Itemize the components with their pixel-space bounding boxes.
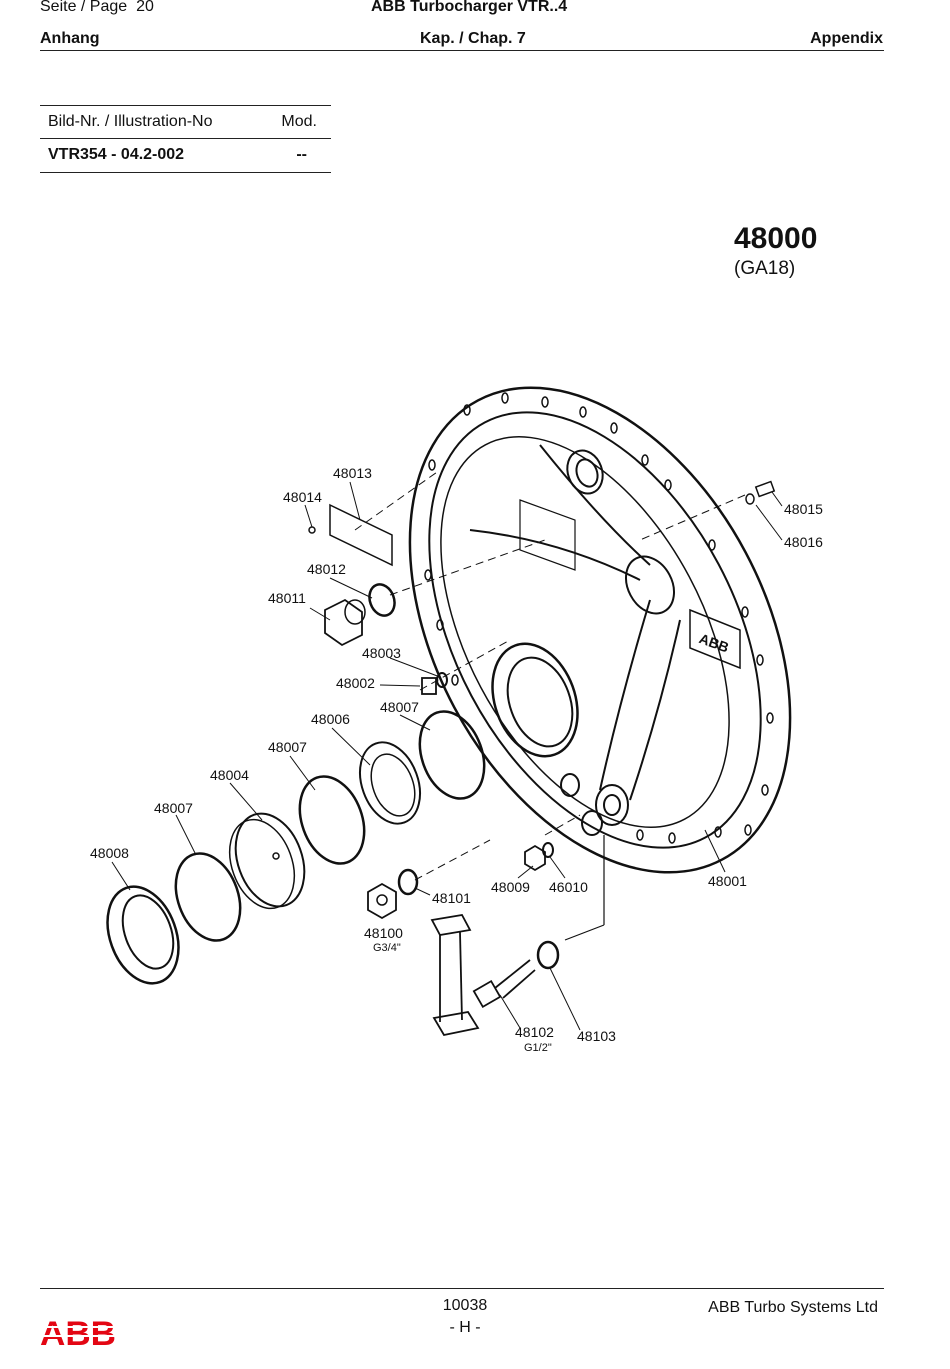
- illustration-no: VTR354 - 04.2-002: [48, 146, 185, 163]
- flange-holes: [424, 392, 774, 844]
- part-label: 48004: [210, 767, 249, 783]
- part-label: 48007: [154, 800, 193, 816]
- housing-flange: ABB: [408, 386, 792, 874]
- part-label: 48007: [380, 699, 419, 715]
- part-label: 46010: [549, 879, 588, 895]
- part-label: 48003: [362, 645, 401, 661]
- page-number: 20: [136, 0, 154, 15]
- part-label: 48009: [491, 879, 530, 895]
- part-label: 48007: [268, 739, 307, 755]
- table-header-row: Bild-Nr. / Illustration-No Mod.: [40, 105, 331, 138]
- part-label: 48002: [336, 675, 375, 691]
- abb-logo: ABB: [40, 1315, 120, 1353]
- revision: - H -: [449, 1319, 481, 1336]
- doc-number: 10038: [442, 1297, 488, 1314]
- part-label: 48008: [90, 845, 129, 861]
- thread-label: G3/4": [373, 942, 401, 954]
- svg-text:ABB: ABB: [40, 1316, 116, 1348]
- header-rule: [40, 50, 884, 51]
- doc-title: ABB Turbocharger VTR..4: [371, 0, 568, 15]
- part-label: 48012: [307, 561, 346, 577]
- assembly-part-number: 48000: [734, 222, 818, 255]
- part-label: 48013: [333, 465, 372, 481]
- part-label: 48015: [784, 501, 823, 517]
- illustration-table: Bild-Nr. / Illustration-No Mod. VTR354 -…: [40, 105, 331, 173]
- part-label: 48006: [311, 711, 350, 727]
- mod-value: --: [296, 146, 307, 163]
- thread-label: G1/2": [524, 1042, 552, 1054]
- section-left: Anhang: [40, 30, 100, 47]
- nameplate-48013: [329, 503, 393, 567]
- part-label: 48102: [515, 1024, 554, 1040]
- assembly-group-code: (GA18): [734, 258, 796, 279]
- chapter-label: Kap. / Chap. 7: [420, 30, 526, 47]
- part-label: 48100: [364, 925, 403, 941]
- part-label: 48103: [577, 1028, 616, 1044]
- part-label: 48016: [784, 534, 823, 550]
- part-label: 48011: [268, 590, 306, 606]
- section-right: Appendix: [810, 30, 883, 47]
- part-label: 48001: [708, 873, 747, 889]
- abb-logo-mark: ABB: [40, 1315, 120, 1353]
- part-label: 48101: [432, 890, 471, 906]
- part-label: 48014: [283, 489, 322, 505]
- company-name: ABB Turbo Systems Ltd: [708, 1299, 878, 1316]
- part-labels: 48013 48014 48015 48016 48012 48011 4800…: [90, 465, 823, 1054]
- footer-rule: [40, 1288, 884, 1289]
- assembly-lines: [354, 469, 746, 881]
- leader-lines: [111, 481, 783, 1031]
- col-mod: Mod.: [281, 113, 317, 130]
- table-row: VTR354 - 04.2-002 --: [40, 138, 331, 171]
- col-illustration: Bild-Nr. / Illustration-No: [48, 113, 213, 130]
- sight-glass-48102: [430, 914, 536, 1037]
- page-label: Seite / Page 20: [40, 0, 154, 15]
- svg-text:ABB: ABB: [697, 630, 731, 655]
